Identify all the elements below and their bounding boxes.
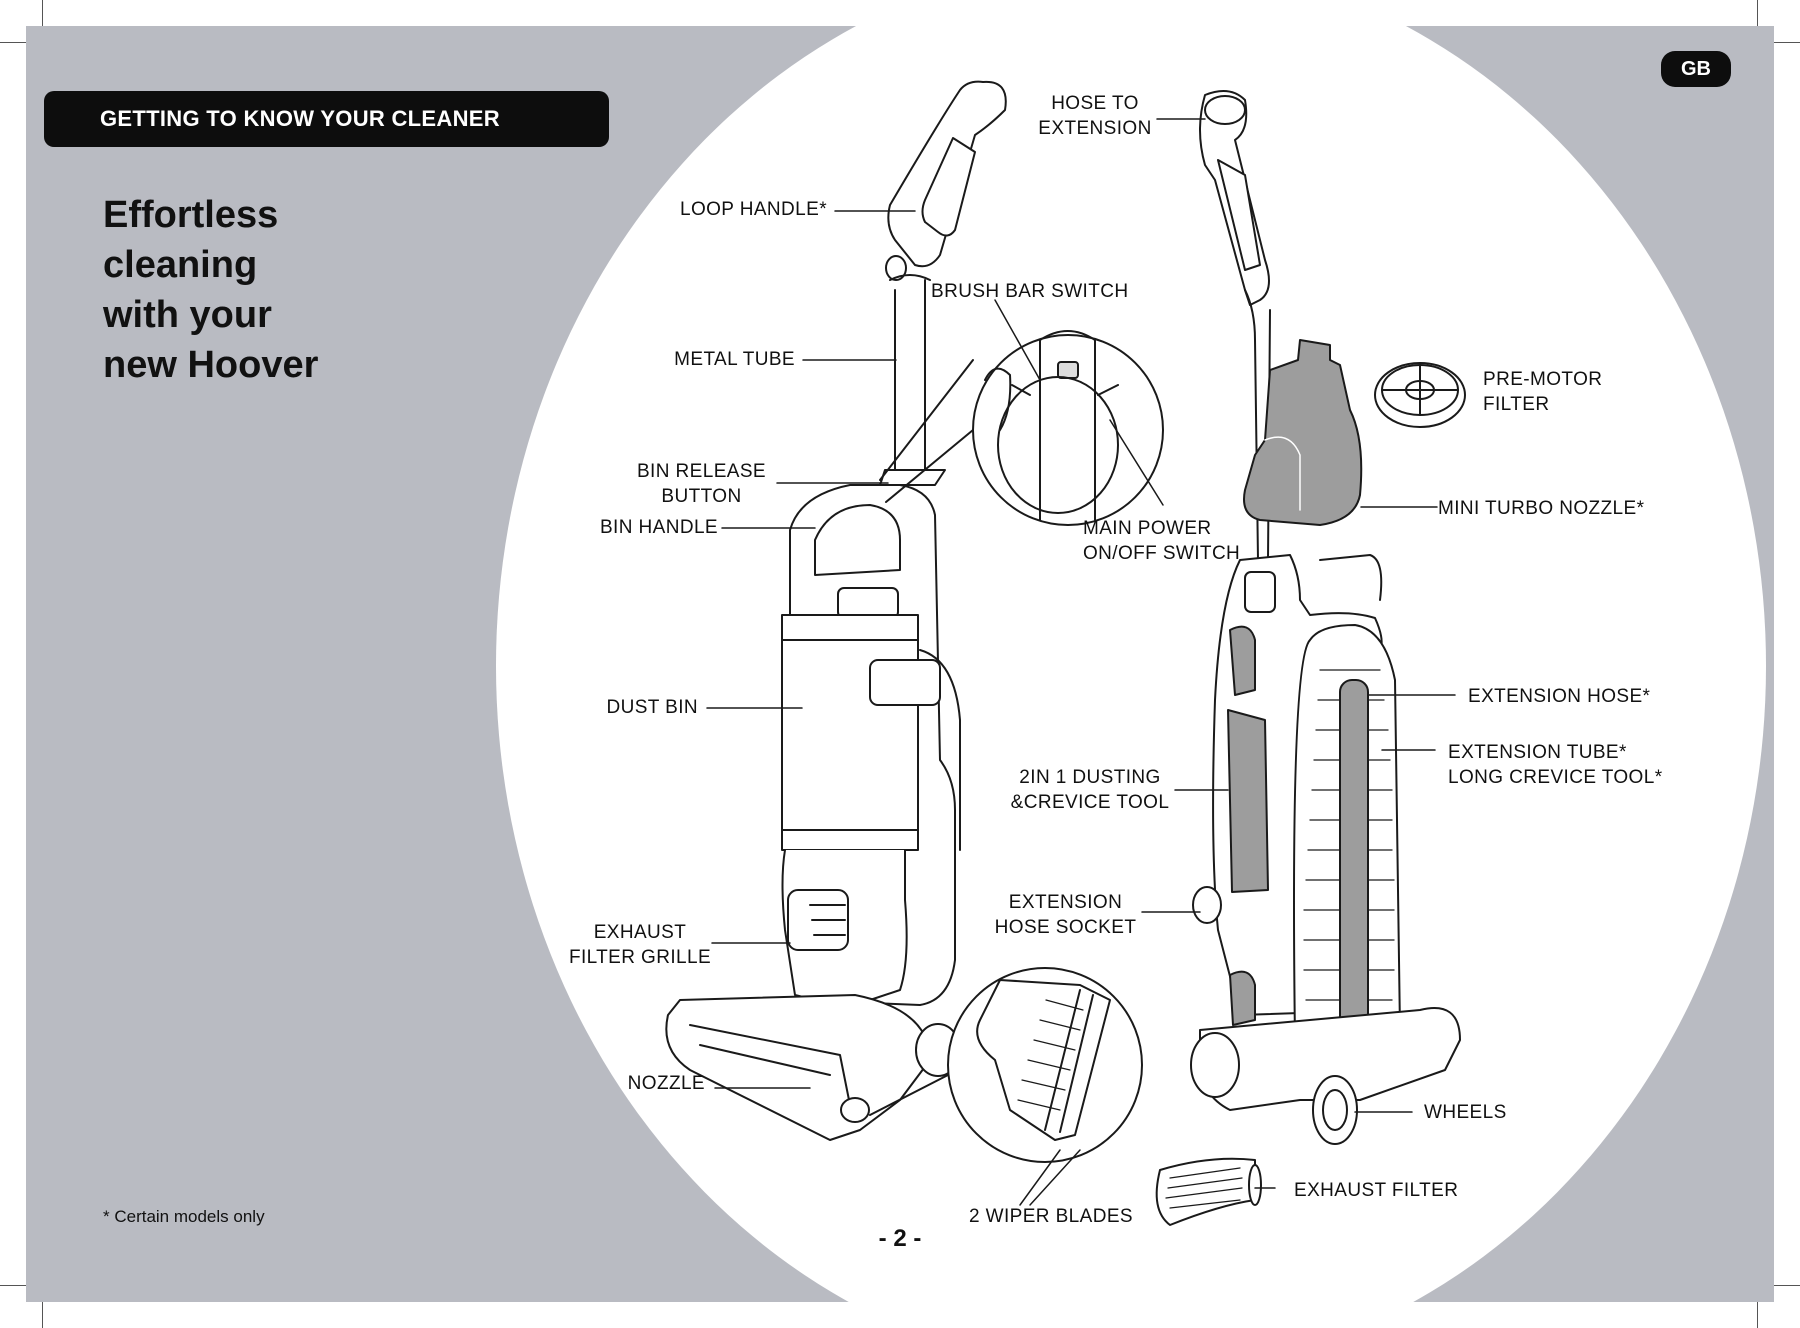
label-line: FILTER [1483, 394, 1550, 415]
headline-line: Effortless [103, 194, 279, 236]
label-line: PRE-MOTOR [1483, 369, 1603, 390]
label-line: BUTTON [661, 486, 742, 507]
label-main-power-switch: MAIN POWER ON/OFF SWITCH [1083, 516, 1240, 566]
label-dusting-tool: 2IN 1 DUSTING &CREVICE TOOL [1005, 765, 1175, 815]
wiper-blades-detail [869, 967, 1143, 1163]
label-line: EXTENSION TUBE* [1448, 742, 1627, 763]
label-dust-bin: DUST BIN [606, 697, 698, 718]
crop-mark [42, 0, 43, 34]
label-line: EXTENSION [1038, 118, 1152, 139]
footnote: * Certain models only [103, 1207, 265, 1226]
crop-mark [42, 1294, 43, 1328]
headline-line: cleaning [103, 244, 258, 286]
crop-mark [0, 42, 34, 43]
label-line: BIN RELEASE [636, 461, 766, 482]
crop-mark [0, 1285, 34, 1286]
language-badge: GB [1661, 51, 1731, 87]
label-line: HOSE TO [1051, 93, 1139, 114]
label-extension-hose-socket: EXTENSION HOSE SOCKET [993, 890, 1138, 940]
label-extension-tube: EXTENSION TUBE* LONG CREVICE TOOL* [1448, 740, 1663, 790]
label-wiper-blades: 2 WIPER BLADES [969, 1206, 1133, 1227]
label-line: ON/OFF SWITCH [1083, 543, 1241, 564]
label-exhaust-filter: EXHAUST FILTER [1294, 1180, 1459, 1201]
leader-lines [706, 118, 1456, 1206]
crop-mark [1757, 1294, 1758, 1328]
label-line: HOSE SOCKET [994, 917, 1137, 938]
label-extension-hose: EXTENSION HOSE* [1468, 686, 1651, 707]
label-hose-to-extension: HOSE TO EXTENSION [1030, 91, 1160, 141]
label-brush-bar-switch: BRUSH BAR SWITCH [931, 281, 1129, 302]
label-line: 2IN 1 DUSTING [1019, 767, 1161, 788]
label-line: MAIN POWER [1083, 518, 1212, 539]
crop-mark [1766, 1285, 1800, 1286]
label-exhaust-filter-grille: EXHAUST FILTER GRILLE [565, 920, 715, 970]
label-bin-handle: BIN HANDLE [599, 517, 718, 538]
front-view-cleaner [665, 80, 1007, 1141]
label-mini-turbo-nozzle: MINI TURBO NOZZLE* [1438, 498, 1645, 519]
crop-mark [1766, 42, 1800, 43]
label-bin-release-button: BIN RELEASE BUTTON [630, 459, 773, 509]
label-loop-handle: LOOP HANDLE* [679, 199, 827, 220]
label-line: FILTER GRILLE [568, 947, 712, 968]
label-pre-motor-filter: PRE-MOTOR FILTER [1483, 367, 1602, 417]
label-metal-tube: METAL TUBE [674, 349, 795, 370]
section-title: GETTING TO KNOW YOUR CLEANER [44, 91, 609, 147]
label-line: EXTENSION [1008, 892, 1123, 913]
rear-view-cleaner [1155, 90, 1466, 1226]
crop-mark [1757, 0, 1758, 34]
label-line: EXHAUST [593, 922, 687, 943]
headline-line: new Hoover [103, 344, 319, 386]
headline-line: with your [103, 294, 272, 336]
label-wheels: WHEELS [1424, 1102, 1507, 1123]
label-line: LONG CREVICE TOOL* [1448, 767, 1663, 788]
brush-bar-switch-detail [879, 330, 1164, 526]
page-number: - 2 - [878, 1225, 922, 1252]
label-line: &CREVICE TOOL [1010, 792, 1170, 813]
label-nozzle: NOZZLE [627, 1073, 705, 1094]
headline: Effortless cleaning with your new Hoover [103, 190, 423, 390]
